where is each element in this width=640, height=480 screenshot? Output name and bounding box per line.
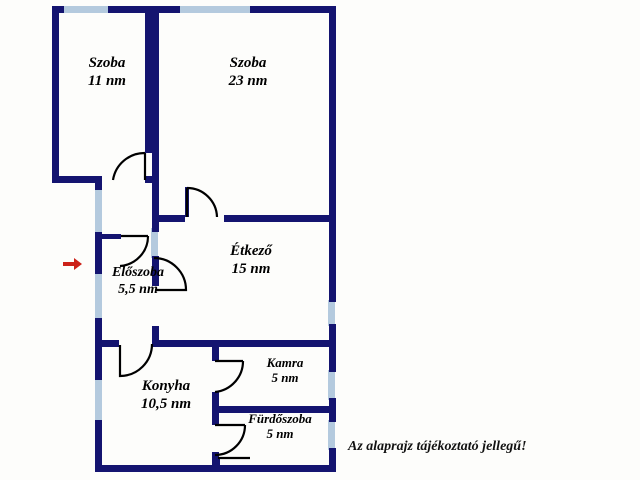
wall-right-top [329,6,336,302]
doors-group [111,151,250,460]
wall-eloszoba-right-a [152,222,159,232]
wall-eloszoba-top [95,234,121,239]
wall-kamra-furdo [212,406,336,413]
wall-bottom-left [95,465,218,472]
wall-top-b [108,6,180,13]
room-area: 23 nm [228,72,268,89]
wall-mid-horizontal-b [152,340,336,347]
wall-bottom-right [216,465,336,472]
windows-group [62,6,335,450]
door-furdoszoba [214,423,247,457]
room-label-etkezo: Étkező 15 nm [188,243,314,278]
window-interior-eloszoba [151,228,158,258]
door-eloszoba-etkezo [153,256,188,292]
window-top-left [62,6,110,13]
room-name: Konyha [141,378,191,394]
wall-szoba11-bottom-left [52,176,98,183]
room-name: Étkező [230,243,272,259]
wall-left-d [95,420,102,472]
disclaimer-text: Az alaprajz tájékoztató jellegű! [348,439,527,454]
wall-konyha-kamra-b [212,392,219,406]
room-area: 5 nm [266,426,294,442]
wall-left-szoba11 [52,6,59,182]
room-label-kamra: Kamra 5 nm [240,355,330,386]
room-area: 5,5 nm [118,281,158,297]
room-area: 11 nm [88,72,126,89]
wall-left-a [95,176,102,190]
wall-konyha-furdo-b [212,452,219,472]
wall-right-mid [329,324,336,372]
wall-left-c [95,318,102,380]
window-top-mid [178,6,252,13]
room-name: Szoba [88,55,126,71]
door-szoba11 [111,151,147,181]
wall-konyha-kamra-a [212,347,219,361]
room-area: 5 nm [271,370,299,386]
door-konyha [118,343,154,378]
door-corridor [119,234,150,268]
room-label-szoba-23: Szoba 23 nm [182,55,314,90]
window-left-lower [95,378,102,422]
window-right-kamra [328,370,335,400]
wall-bottom-jamb [216,458,220,468]
window-left-upper [95,188,102,234]
wall-eloszoba-right-c [152,326,159,340]
wall-eloszoba-right-b [152,256,159,286]
wall-mid-horizontal-a [95,340,119,347]
room-label-szoba-11: Szoba 11 nm [58,55,156,90]
room-name: Előszoba [111,265,165,280]
room-area: 15 nm [231,260,271,277]
window-right-furdo [328,420,335,450]
room-name: Fürdőszoba [248,411,312,426]
wall-szoba23-left [152,6,159,222]
entrance-arrow [63,258,82,270]
room-label-furdoszoba: Fürdőszoba 5 nm [226,411,334,442]
door-kamra [214,359,245,394]
room-label-konyha: Konyha 10,5 nm [110,378,222,413]
room-name: Kamra [266,355,304,370]
wall-konyha-furdo-a [212,413,219,425]
window-left-mid [95,272,102,320]
wall-top-c [250,6,336,13]
room-label-eloszoba: Előszoba 5,5 nm [88,265,188,298]
wall-szoba11-right [145,6,152,153]
door-szoba23 [185,186,219,218]
window-right-etkezo [328,300,335,326]
room-area: 10,5 nm [140,395,191,412]
walls-group [52,6,336,472]
wall-right-bot [329,448,336,472]
wall-left-b [95,232,102,274]
room-name: Szoba [229,55,267,71]
wall-szoba23-bottom-a [159,215,185,222]
wall-szoba23-bottom-b [224,215,336,222]
wall-szoba11-bottom-right [145,176,157,183]
